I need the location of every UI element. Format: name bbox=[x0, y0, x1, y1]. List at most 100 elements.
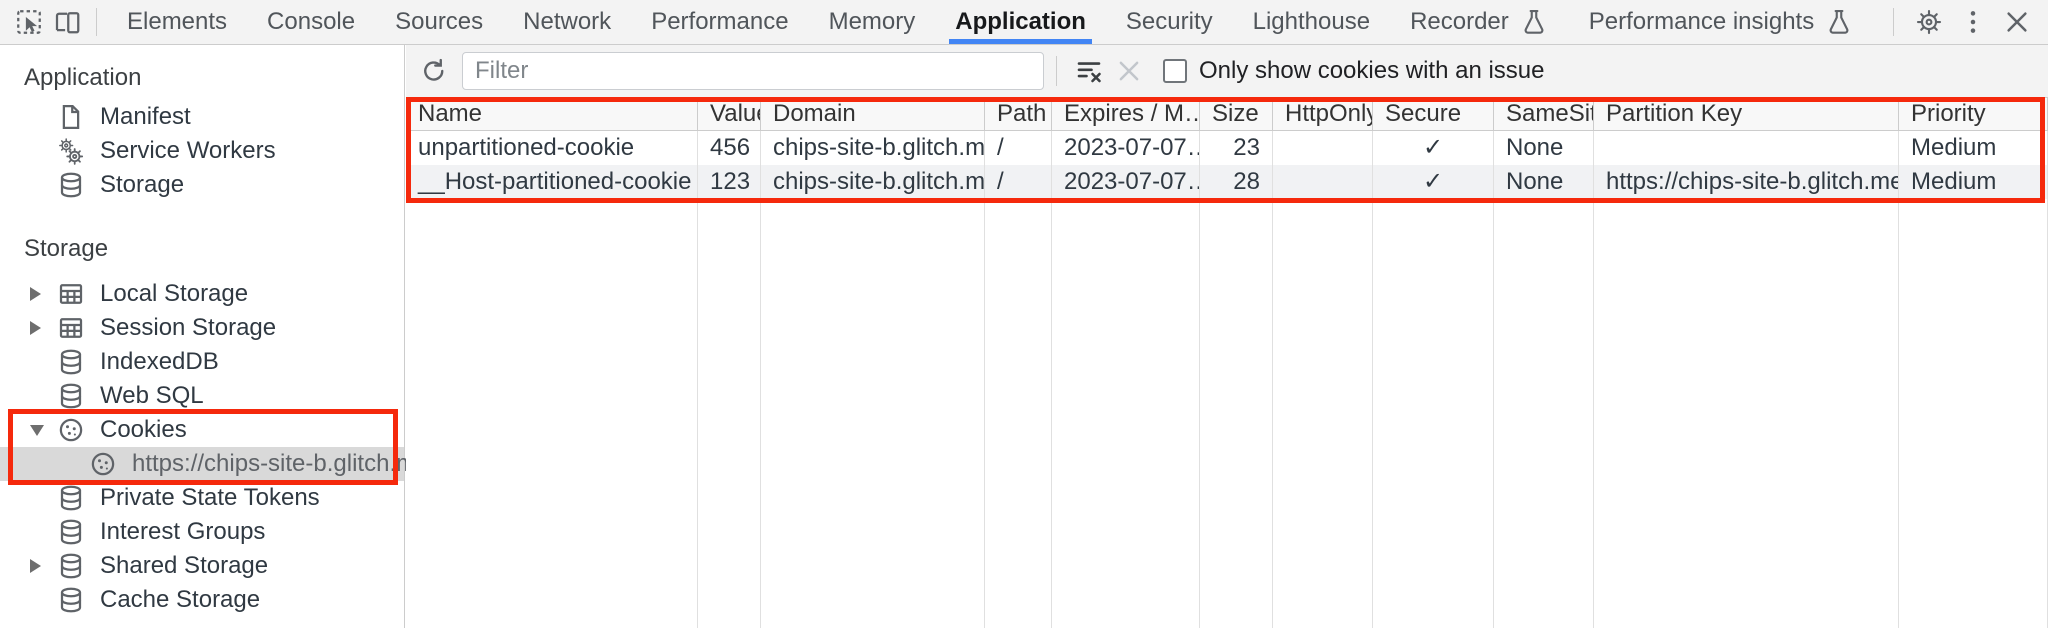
delete-icon bbox=[1109, 51, 1149, 91]
expander-collapsed-icon[interactable] bbox=[30, 321, 56, 335]
column-header-path[interactable]: Path bbox=[985, 98, 1052, 130]
column-header-partitionKey[interactable]: Partition Key bbox=[1594, 98, 1899, 130]
tab-label: Recorder bbox=[1410, 8, 1509, 35]
column-header-domain[interactable]: Domain bbox=[761, 98, 985, 130]
sidebar-item-label: Cookies bbox=[100, 416, 187, 443]
sidebar-item-label: Shared Storage bbox=[100, 552, 269, 579]
sidebar-item-indexeddb[interactable]: IndexedDB bbox=[0, 345, 404, 379]
cell-path bbox=[985, 199, 1052, 628]
cell-priority: Medium bbox=[1899, 165, 2048, 199]
tab-application[interactable]: Application bbox=[935, 0, 1106, 44]
sidebar-item-storage[interactable]: Storage bbox=[0, 168, 404, 202]
database-icon bbox=[56, 483, 86, 513]
chevron-down-icon bbox=[30, 424, 44, 436]
expander-expanded-icon[interactable] bbox=[30, 424, 56, 436]
sidebar-item-private-state-tokens[interactable]: Private State Tokens bbox=[0, 481, 404, 515]
sidebar-item-session-storage[interactable]: Session Storage bbox=[0, 311, 404, 345]
cell-value: 456 bbox=[698, 131, 761, 165]
sidebar-item-label: Local Storage bbox=[100, 280, 249, 307]
sidebar-item-label: Private State Tokens bbox=[100, 484, 320, 511]
tab-label: Elements bbox=[127, 8, 228, 35]
close-icon[interactable] bbox=[1998, 3, 2036, 41]
expander-collapsed-icon[interactable] bbox=[30, 287, 56, 301]
tab-label: Network bbox=[523, 8, 612, 35]
sidebar-item-web-sql[interactable]: Web SQL bbox=[0, 379, 404, 413]
tab-network[interactable]: Network bbox=[503, 0, 631, 44]
sidebar-item-https-chips-site-b-glitch-me[interactable]: https://chips-site-b.glitch.me bbox=[0, 447, 429, 481]
refresh-icon[interactable] bbox=[414, 51, 454, 91]
cell-value: 123 bbox=[698, 165, 761, 199]
cell-httpOnly bbox=[1273, 165, 1373, 199]
sidebar-item-service-workers[interactable]: Service Workers bbox=[0, 134, 404, 168]
tab-memory[interactable]: Memory bbox=[809, 0, 936, 44]
cell-sameSite: None bbox=[1494, 165, 1594, 199]
cell-domain: chips-site-b.glitch.me bbox=[761, 131, 985, 165]
tab-label: Performance insights bbox=[1588, 8, 1815, 35]
column-header-expires[interactable]: Expires / M… bbox=[1052, 98, 1200, 130]
column-header-sameSite[interactable]: SameSite bbox=[1494, 98, 1594, 130]
tab-performance[interactable]: Performance bbox=[631, 0, 808, 44]
only-issue-cookies-checkbox[interactable] bbox=[1163, 59, 1187, 83]
tab-label: Lighthouse bbox=[1252, 8, 1371, 35]
cell-name: unpartitioned-cookie bbox=[406, 131, 698, 165]
tabbar-right-icons bbox=[1883, 3, 2048, 41]
cell-size: 28 bbox=[1200, 165, 1273, 199]
inspect-element-icon[interactable] bbox=[10, 3, 48, 41]
column-header-httpOnly[interactable]: HttpOnly bbox=[1273, 98, 1373, 130]
cell-sameSite: None bbox=[1494, 131, 1594, 165]
tab-label: Application bbox=[955, 8, 1086, 35]
tabbar-separator bbox=[96, 8, 97, 36]
tab-elements[interactable]: Elements bbox=[107, 0, 247, 44]
panel-tabs: Elements Console Sources Network Performance… bbox=[107, 0, 1874, 44]
chevron-right-icon bbox=[30, 321, 41, 335]
column-header-size[interactable]: Size bbox=[1200, 98, 1273, 130]
sidebar-item-label: Manifest bbox=[100, 103, 191, 130]
database-icon bbox=[56, 347, 86, 377]
cell-expires: 2023-07-07… bbox=[1052, 131, 1200, 165]
sidebar-item-label: Cache Storage bbox=[100, 586, 261, 613]
cell-secure: ✓ bbox=[1373, 165, 1494, 199]
expander-collapsed-icon[interactable] bbox=[30, 559, 56, 573]
cell-size: 23 bbox=[1200, 131, 1273, 165]
cell-partitionKey bbox=[1594, 199, 1899, 628]
column-header-value[interactable]: Value bbox=[698, 98, 761, 130]
filter-input[interactable] bbox=[462, 52, 1044, 90]
sidebar-item-cache-storage[interactable]: Cache Storage bbox=[0, 583, 404, 617]
tab-console[interactable]: Console bbox=[247, 0, 375, 44]
tab-performance-insights[interactable]: Performance insights bbox=[1569, 0, 1874, 44]
tab-label: Console bbox=[267, 8, 356, 35]
database-icon bbox=[56, 381, 86, 411]
cell-path: / bbox=[985, 165, 1052, 199]
column-header-name[interactable]: Name bbox=[406, 98, 698, 130]
tabbar-left-icons bbox=[10, 3, 86, 41]
sidebar-item-cookies[interactable]: Cookies bbox=[0, 413, 404, 447]
sidebar-item-label: Interest Groups bbox=[100, 518, 266, 545]
clear-filter-icon[interactable] bbox=[1069, 51, 1109, 91]
database-icon bbox=[56, 585, 86, 615]
sidebar-item-label: https://chips-site-b.glitch.me bbox=[132, 450, 430, 477]
sidebar-item-local-storage[interactable]: Local Storage bbox=[0, 277, 404, 311]
tab-sources[interactable]: Sources bbox=[375, 0, 503, 44]
device-toolbar-icon[interactable] bbox=[48, 3, 86, 41]
sidebar-item-manifest[interactable]: Manifest bbox=[0, 100, 404, 134]
cell-domain bbox=[761, 199, 985, 628]
file-icon bbox=[56, 102, 86, 132]
tab-security[interactable]: Security bbox=[1106, 0, 1233, 44]
devtools-tab-bar: Elements Console Sources Network Performance… bbox=[0, 0, 2048, 45]
column-header-secure[interactable]: Secure bbox=[1373, 98, 1494, 130]
tab-recorder[interactable]: Recorder bbox=[1390, 0, 1569, 44]
cell-httpOnly bbox=[1273, 131, 1373, 165]
column-header-priority[interactable]: Priority bbox=[1899, 98, 2048, 130]
cookie-icon bbox=[56, 415, 86, 445]
tab-lighthouse[interactable]: Lighthouse bbox=[1233, 0, 1390, 44]
sidebar-item-interest-groups[interactable]: Interest Groups bbox=[0, 515, 404, 549]
sidebar-item-shared-storage[interactable]: Shared Storage bbox=[0, 549, 404, 583]
more-options-icon[interactable] bbox=[1954, 3, 1992, 41]
cell-name: __Host-partitioned-cookie bbox=[406, 165, 698, 199]
database-icon bbox=[56, 551, 86, 581]
table-icon bbox=[56, 313, 86, 343]
settings-gear-icon[interactable] bbox=[1910, 3, 1948, 41]
